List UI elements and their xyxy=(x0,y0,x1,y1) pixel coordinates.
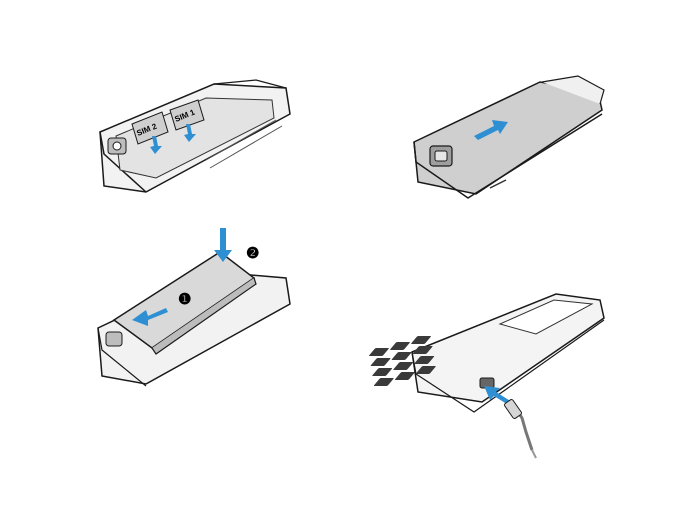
connect-charger-illustration xyxy=(404,290,610,460)
step2-marker: ❷ xyxy=(246,245,259,262)
phone-battery-drawing: ❶ ❷ xyxy=(86,228,294,386)
step1-marker: ❶ xyxy=(178,291,191,308)
phone-sim-slots-drawing: SIM 2 SIM 1 xyxy=(86,74,294,196)
insert-battery-illustration: ❶ ❷ xyxy=(86,228,294,386)
close-cover-illustration xyxy=(402,70,606,198)
phone-charger-drawing xyxy=(404,290,610,460)
phone-back-cover-drawing xyxy=(402,70,606,198)
insert-sim-illustration: SIM 2 SIM 1 xyxy=(86,74,294,196)
